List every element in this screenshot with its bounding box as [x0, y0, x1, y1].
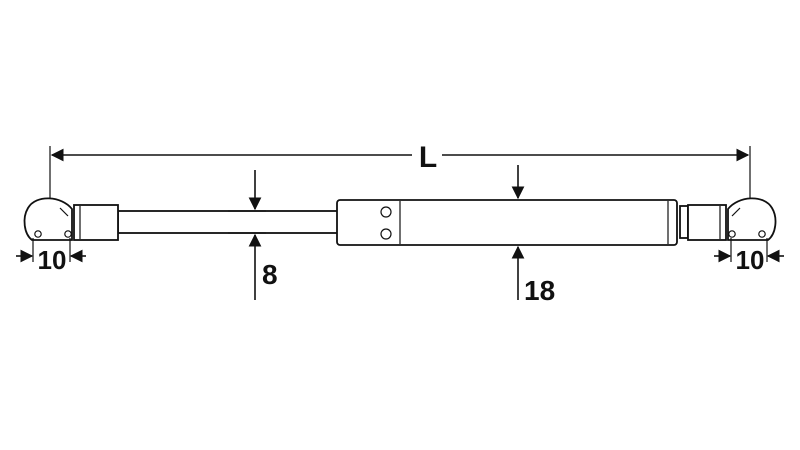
right-end-fitting: [679, 197, 777, 241]
rod-diameter-label: 8: [262, 259, 278, 290]
right-end-fitting-dimension: 10: [714, 238, 784, 275]
left-end-fitting-label: 10: [38, 245, 67, 275]
length-label: L: [419, 141, 437, 174]
body-diameter-dimension: 18: [511, 165, 555, 306]
left-end-fitting-dimension: 10: [16, 238, 86, 275]
piston-rod: [117, 210, 341, 234]
left-end-fitting: [23, 197, 119, 241]
rod-diameter-dimension: 8: [228, 170, 278, 300]
cylinder-body: [336, 199, 678, 246]
right-end-fitting-label: 10: [736, 245, 765, 275]
body-diameter-label: 18: [524, 275, 555, 306]
length-dimension: L: [49, 141, 751, 200]
